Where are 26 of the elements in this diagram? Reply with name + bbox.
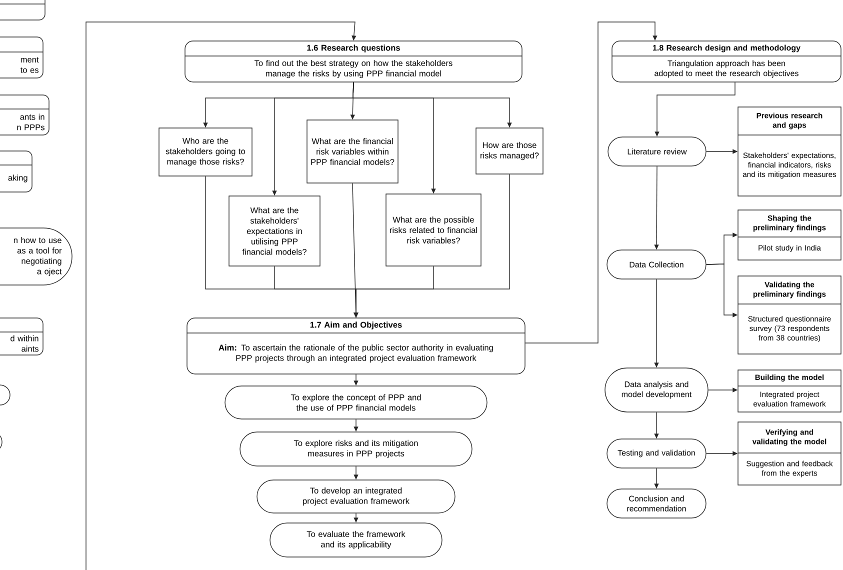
arrow xyxy=(525,22,658,344)
titled-box: aking xyxy=(0,150,32,192)
question-box: What are the financial risk variables within PPP financial models? xyxy=(306,120,398,184)
rounded-box: n how to use as a tool for negotiating a oject xyxy=(0,228,72,286)
question-box: What are the possible risks related to financial risk variables? xyxy=(386,194,482,266)
titled-box: ment to es xyxy=(0,36,44,78)
question-box: How are those risks managed? xyxy=(476,128,544,174)
arrow xyxy=(86,22,356,570)
rounded-box: Data analysis and model development xyxy=(604,368,708,412)
rounded-box: To develop an integrated project evaluation framework xyxy=(256,480,456,514)
titled-box: 1.7 Aim and Objectives Aim: To ascertain the rationale of the public sector authority in evaluating PPP projects through an integrated project evaluation framework xyxy=(186,318,526,374)
question-box: Who are the stakeholders going to manage those risks? xyxy=(158,128,252,176)
rounded-box: Literature review xyxy=(608,136,706,166)
titled-box: d within aints xyxy=(0,318,44,356)
rounded-box: To explore risks and its mitigation measures in PPP projects xyxy=(240,432,472,466)
question-box: What are the stakeholders' expectations in utilising PPP financial models? xyxy=(228,196,320,266)
rounded-box xyxy=(0,0,46,20)
rounded-box: To evaluate the framework and its applicability xyxy=(270,522,442,558)
rounded-box: To explore the concept of PPP and the use of PPP financial models xyxy=(224,386,488,420)
rounded-box: Conclusion and recommendation xyxy=(606,488,706,518)
titled-box: 1.8 Research design and methodology Triangulation approach has been adopted to meet the research objectives xyxy=(612,40,842,82)
rounded-box: Testing and validation xyxy=(606,438,706,468)
titled-box: 1.6 Research questions To find out the best strategy on how the stakeholders manage the risks by using PPP financial model xyxy=(184,40,522,82)
rounded-box xyxy=(0,384,10,406)
titled-box: ants in n PPPs xyxy=(0,94,50,136)
rounded-box: Data Collection xyxy=(606,250,706,280)
